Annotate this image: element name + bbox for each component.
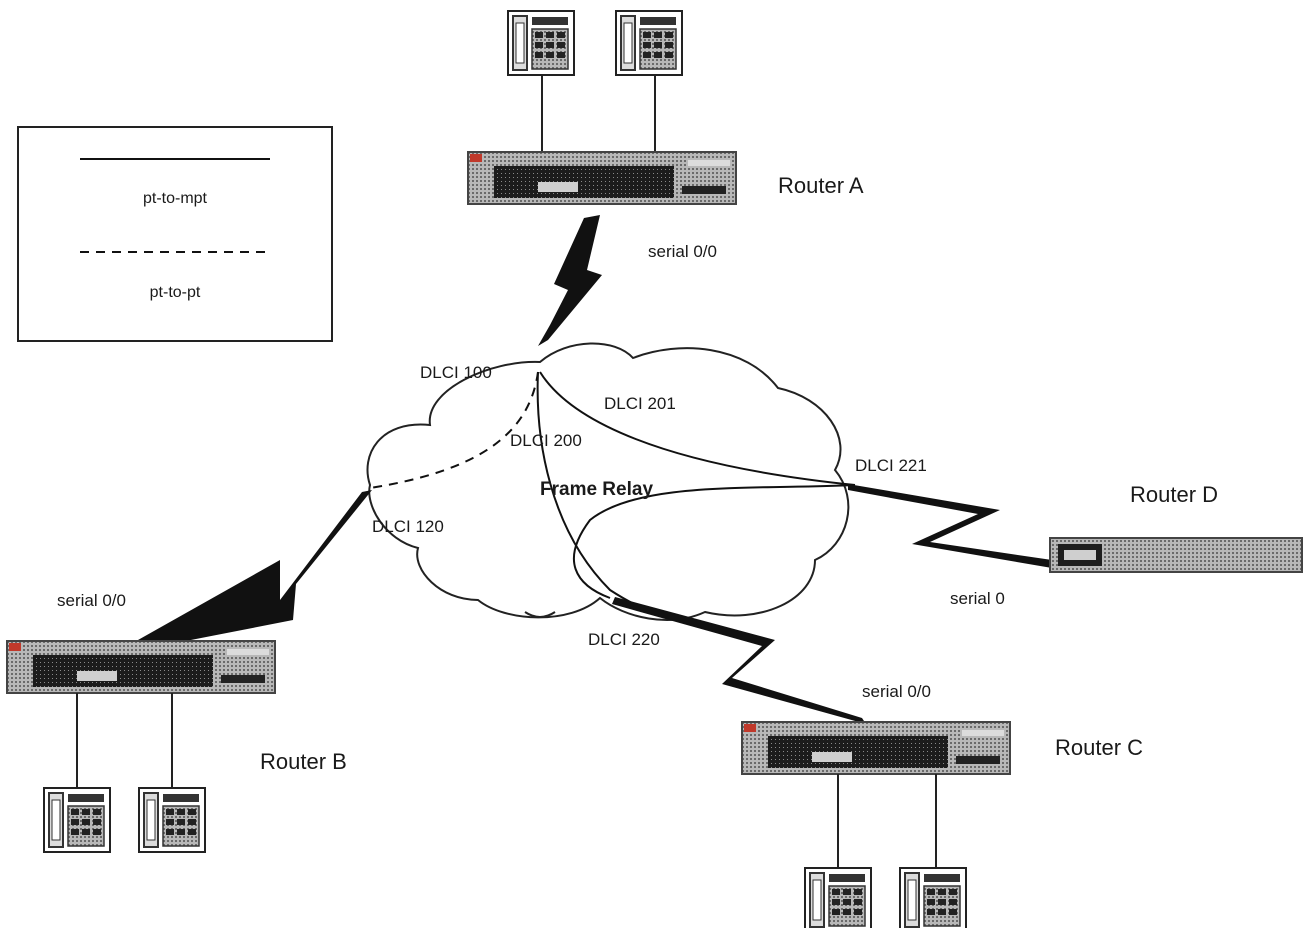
dlci-201-label: DLCI 201 <box>604 394 676 413</box>
legend-dashed-label: pt-to-pt <box>150 284 201 301</box>
dlci-120-label: DLCI 120 <box>372 517 444 536</box>
dlci-221-label: DLCI 221 <box>855 456 927 475</box>
dlci-220-label: DLCI 220 <box>588 630 660 649</box>
legend-solid-label: pt-to-mpt <box>143 190 208 207</box>
serial-link-c <box>612 597 866 724</box>
telephone-icon <box>899 867 967 928</box>
dlci-200-label: DLCI 200 <box>510 431 582 450</box>
router-c-name: Router C <box>1055 735 1143 760</box>
telephone-icon <box>804 867 872 928</box>
router-icon <box>467 151 737 205</box>
telephone-icon <box>43 787 111 853</box>
router-d: Router D serial 0 <box>950 482 1303 608</box>
router-d-interface: serial 0 <box>950 589 1005 608</box>
router-c-interface: serial 0/0 <box>862 682 931 701</box>
pvc-d-to-c <box>572 484 856 599</box>
telephone-icon <box>615 10 683 76</box>
legend-box <box>17 126 333 342</box>
pvc-a-to-d <box>539 371 856 486</box>
router-c: Router C serial 0/0 <box>741 682 1143 928</box>
telephone-icon <box>138 787 206 853</box>
frame-relay-label: Frame Relay <box>540 479 653 500</box>
router-icon <box>741 721 1011 775</box>
serial-link-a <box>538 215 602 346</box>
legend: pt-to-mpt pt-to-pt <box>17 126 333 342</box>
dlci-100-label: DLCI 100 <box>420 363 492 382</box>
router-b-name: Router B <box>260 749 347 774</box>
pvc-a-to-b <box>369 371 539 489</box>
router-a: Router A serial 0/0 <box>467 10 864 261</box>
router-a-interface: serial 0/0 <box>648 242 717 261</box>
router-b: Router B serial 0/0 <box>6 591 347 853</box>
telephone-icon <box>507 10 575 76</box>
router-port-slot <box>1064 550 1096 560</box>
cloud-bump <box>524 611 556 618</box>
router-icon <box>6 640 276 694</box>
serial-link-b <box>138 490 372 648</box>
router-d-name: Router D <box>1130 482 1218 507</box>
router-b-interface: serial 0/0 <box>57 591 126 610</box>
serial-link-d <box>848 484 1052 568</box>
router-a-name: Router A <box>778 173 864 198</box>
